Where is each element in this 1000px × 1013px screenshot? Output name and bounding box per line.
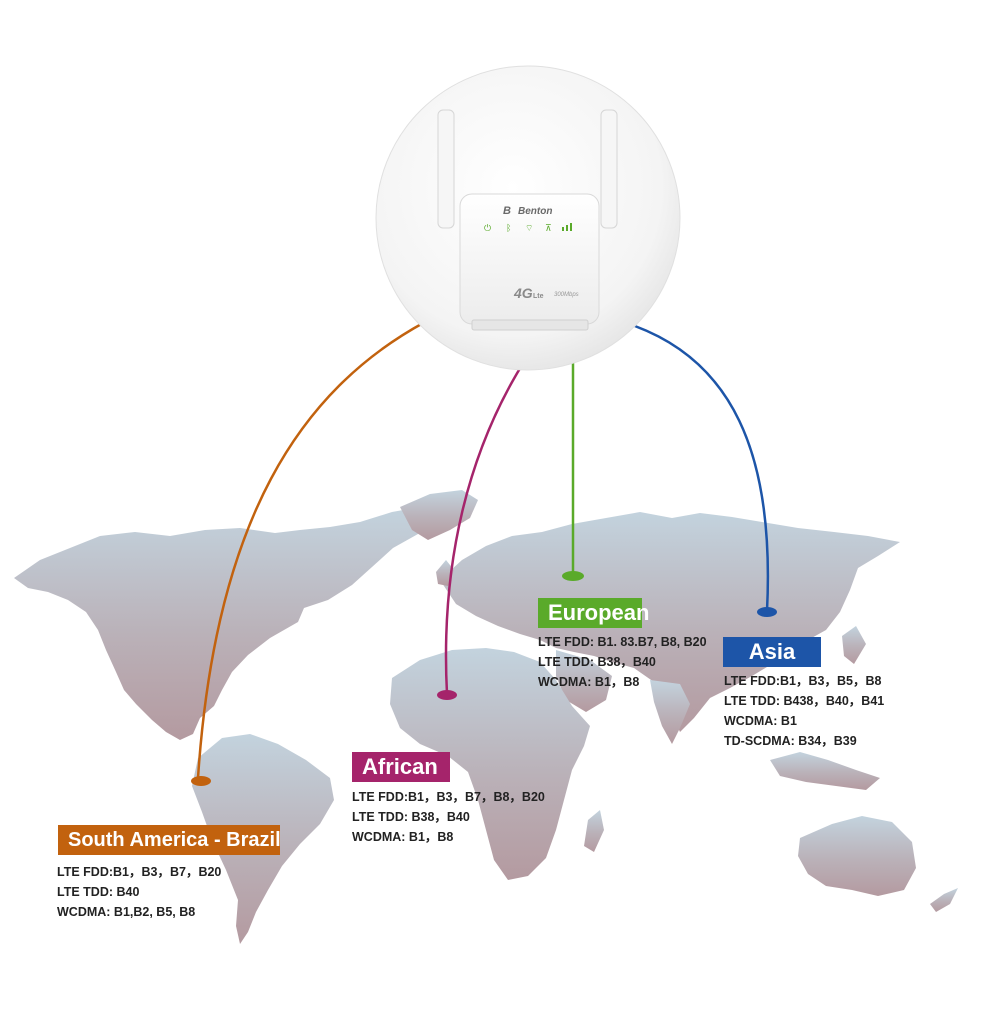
right-antenna bbox=[600, 109, 618, 229]
bluetooth-icon: ᛒ bbox=[506, 223, 511, 234]
asia-spec-line: LTE TDD: B438，B40，B41 bbox=[724, 694, 885, 708]
european-spec-line: LTE TDD: B38，B40 bbox=[538, 655, 656, 669]
south-america-spec-line: WCDMA: B1,B2, B5, B8 bbox=[57, 905, 196, 919]
african-specs: LTE FDD:B1，B3，B7，B8，B20 LTE TDD: B38，B40… bbox=[352, 787, 545, 847]
south-america-spec-line: LTE TDD: B40 bbox=[57, 885, 140, 899]
european-spec-line: WCDMA: B1，B8 bbox=[538, 675, 640, 689]
asia-specs: LTE FDD:B1，B3，B5，B8 LTE TDD: B438，B40，B4… bbox=[724, 671, 884, 751]
african-dot bbox=[437, 690, 457, 700]
router-led-row: ⏻ ᛒ ⌔ ⊼ bbox=[484, 223, 572, 234]
african-connector bbox=[444, 364, 524, 695]
japan-landmass bbox=[842, 626, 866, 664]
african-spec-line: LTE FDD:B1，B3，B7，B8，B20 bbox=[352, 790, 545, 804]
african-spec-line: WCDMA: B1，B8 bbox=[352, 830, 454, 844]
south-america-dot bbox=[191, 776, 211, 786]
asia-connector bbox=[631, 323, 770, 612]
connection-lines bbox=[196, 320, 770, 779]
lan-icon: ⊼ bbox=[545, 224, 552, 234]
router-base bbox=[471, 319, 589, 331]
south-america-spec-line: LTE FDD:B1，B3，B7，B20 bbox=[57, 865, 222, 879]
australia-landmass bbox=[798, 816, 916, 896]
madagascar-landmass bbox=[584, 810, 604, 852]
african-spec-line: LTE TDD: B38，B40 bbox=[352, 810, 470, 824]
european-dot bbox=[562, 571, 584, 581]
south-america-connector bbox=[196, 320, 426, 779]
eurasia-landmass bbox=[440, 512, 900, 732]
router-lte-badge: Lte bbox=[533, 293, 544, 300]
north-america-landmass bbox=[14, 507, 440, 740]
router-brand: Benton bbox=[518, 206, 552, 217]
asia-spec-line: TD-SCDMA: B34，B39 bbox=[724, 734, 857, 748]
world-map bbox=[14, 490, 958, 944]
router-brand-mark: B bbox=[503, 205, 511, 217]
south-america-title: South America - Brazil bbox=[58, 825, 281, 855]
router-speed: 300Mbps bbox=[554, 292, 579, 298]
left-antenna bbox=[437, 109, 455, 229]
signal-icon bbox=[562, 223, 572, 231]
wifi-icon: ⌔ bbox=[525, 224, 533, 234]
asia-spec-line: LTE FDD:B1，B3，B5，B8 bbox=[724, 674, 882, 688]
south-america-specs: LTE FDD:B1，B3，B7，B20 LTE TDD: B40 WCDMA:… bbox=[57, 862, 221, 922]
european-specs: LTE FDD: B1. 83.B7, B8, B20 LTE TDD: B38… bbox=[538, 632, 707, 692]
african-title: African bbox=[352, 752, 450, 782]
asia-title: Asia bbox=[723, 637, 821, 667]
asia-dot bbox=[757, 607, 777, 617]
southeast-asia-islands bbox=[770, 752, 880, 790]
new-zealand-landmass bbox=[930, 888, 958, 912]
greenland-landmass bbox=[400, 490, 478, 540]
router-4g-badge: 4G bbox=[513, 285, 533, 301]
arabia-landmass bbox=[556, 650, 612, 712]
africa-landmass bbox=[390, 648, 590, 880]
endpoint-dots bbox=[191, 571, 777, 786]
european-spec-line: LTE FDD: B1. 83.B7, B8, B20 bbox=[538, 635, 707, 649]
india-landmass bbox=[650, 680, 690, 744]
router-badge: Benton B ⏻ ᛒ ⌔ ⊼ 4G Lte 300Mbps bbox=[375, 65, 681, 371]
asia-spec-line: WCDMA: B1 bbox=[724, 714, 797, 728]
european-title: European bbox=[538, 598, 649, 628]
power-icon: ⏻ bbox=[484, 223, 491, 234]
